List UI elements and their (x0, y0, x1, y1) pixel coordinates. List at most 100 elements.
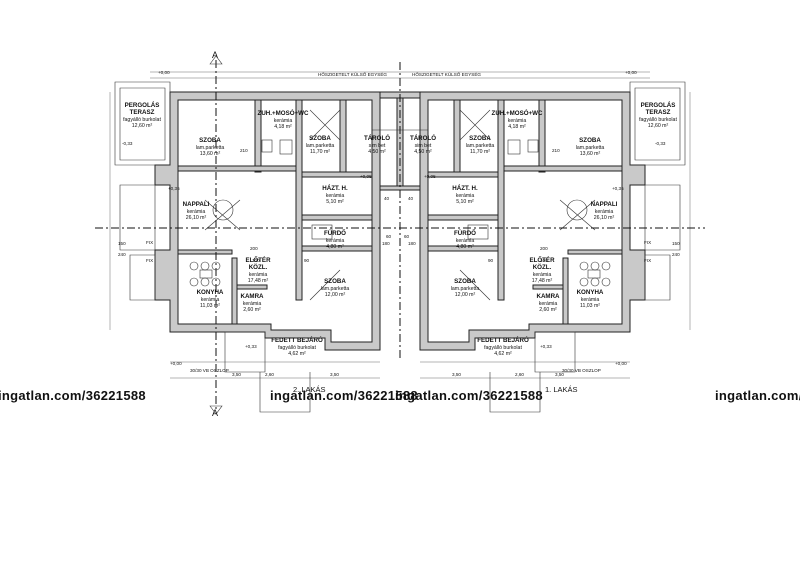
room-surface: kerámia (326, 238, 345, 244)
room-area: 4,50 m² (368, 149, 386, 155)
room-area: 4,50 m² (414, 149, 432, 155)
room-name: FEDETT BEJÁRÓ (477, 336, 529, 344)
room-surface: lam.parketta (196, 145, 225, 151)
room-surface: kerámia (326, 193, 345, 199)
dim-number: 180 (408, 241, 416, 246)
bottom-dimensions: 3,50 2,60 3,50 3,50 2,60 3,50 (232, 372, 564, 377)
room-name: ELŐTÉR (245, 256, 271, 264)
room-area: 17,48 m² (532, 278, 553, 284)
note-outdoor-unit: HŐSZIGETELT KÜLSŐ EGYSÉG (318, 71, 387, 77)
room-name: FEDETT BEJÁRÓ (271, 336, 323, 344)
room-area: 11,70 m² (310, 149, 330, 155)
level-marker: +0,00 (158, 70, 170, 75)
room-surface: kerámia (581, 297, 600, 303)
dim-number: 200 (540, 246, 548, 251)
dim-number: 60 (404, 234, 410, 239)
dim-number: 240 (672, 252, 680, 257)
dim-number: 60 (386, 234, 392, 239)
room-area: 12,00 m² (325, 292, 346, 298)
watermarks: ingatlan.com/36221588 ingatlan.com/36221… (0, 388, 800, 403)
fix-label: FIX (146, 240, 153, 245)
room-name: SZOBA (199, 137, 221, 144)
fix-label: FIX (146, 258, 153, 263)
dim-number: 100 (540, 258, 548, 263)
dim-number: 2,60 (265, 372, 274, 377)
room-surface: lam.parketta (321, 286, 350, 292)
room-area: 12,60 m² (132, 123, 153, 129)
room-surface: kerámia (539, 301, 558, 307)
room-name: SZOBA (309, 135, 331, 142)
room-surface: fagyálló burkolat (484, 345, 522, 351)
room-name: NAPPALI (183, 201, 210, 208)
unit-title: 1. LAKÁS (545, 385, 578, 394)
room-area: 4,62 m² (494, 351, 512, 357)
level-marker: +0,05 (360, 174, 372, 179)
unit-1-walls (419, 81, 686, 413)
room-area: 4,80 m² (456, 244, 474, 250)
room-name: SZOBA (454, 278, 476, 285)
dim-number: 240 (118, 252, 126, 257)
room-name: TÁROLÓ (364, 134, 390, 142)
room-area: 13,60 m² (580, 151, 601, 157)
room-area: 5,10 m² (326, 199, 344, 205)
room-name: TERASZ (646, 109, 671, 116)
room-name: KAMRA (536, 293, 560, 300)
room-name: FÜRDŐ (324, 230, 346, 237)
section-label-a-top: A (212, 50, 218, 60)
dim-number: 180 (382, 241, 390, 246)
level-marker: +0,05 (424, 174, 436, 179)
level-marker: +0,35 (612, 186, 624, 191)
room-area: 4,18 m² (274, 124, 292, 130)
room-name: PERGOLÁS (641, 102, 676, 109)
level-marker: +0,00 (170, 361, 182, 366)
dim-number: 150 (672, 241, 680, 246)
fix-label: FIX (644, 258, 651, 263)
dim-number: 3,50 (232, 372, 241, 377)
room-area: 17,48 m² (248, 278, 269, 284)
room-surface: lam.parketta (451, 286, 480, 292)
room-name: ZUH.+MOSÓ+WC (258, 109, 309, 117)
room-name: SZOBA (469, 135, 491, 142)
room-name: KÖZL. (533, 264, 552, 271)
level-marker: -0,33 (122, 141, 133, 146)
room-name: SZOBA (324, 278, 346, 285)
room-area: 2,60 m² (539, 307, 557, 313)
level-marker: +0,33 (540, 344, 552, 349)
room-surface: sim bet (415, 143, 432, 149)
dim-number: 200 (250, 246, 258, 251)
room-surface: kerámia (595, 209, 614, 215)
room-surface: fagyálló burkolat (639, 117, 677, 123)
note-column: 30/30 VB OSZLOP (190, 368, 229, 373)
room-area: 4,80 m² (326, 244, 344, 250)
room-area: 26,10 m² (594, 215, 615, 221)
dim-number: 210 (552, 148, 560, 153)
level-marker: +0,35 (168, 186, 180, 191)
room-name: FÜRDŐ (454, 230, 476, 237)
room-name: NAPPALI (591, 201, 618, 208)
level-marker: +0,33 (245, 344, 257, 349)
dim-number: 90 (488, 258, 494, 263)
room-area: 5,10 m² (456, 199, 474, 205)
dim-number: 40 (384, 196, 390, 201)
room-area: 11,70 m² (470, 149, 490, 155)
fix-labels: FIX FIX FIX FIX (146, 240, 651, 263)
dim-number: 3,50 (555, 372, 564, 377)
room-surface: kerámia (201, 297, 220, 303)
room-area: 4,62 m² (288, 351, 306, 357)
room-surface: kerámia (508, 118, 527, 124)
dim-number: 150 (118, 241, 126, 246)
room-name: KÖZL. (249, 264, 268, 271)
room-surface: lam.parketta (306, 143, 335, 149)
dim-number: 2,60 (515, 372, 524, 377)
room-name: TERASZ (130, 109, 155, 116)
level-markers: +0,00 +0,00 -0,33 -0,33 +0,35 +0,35 +0,0… (122, 70, 666, 366)
dim-number: 40 (408, 196, 414, 201)
room-surface: sim bet (369, 143, 386, 149)
room-surface: kerámia (243, 301, 262, 307)
room-surface: kerámia (187, 209, 206, 215)
room-area: 13,60 m² (200, 151, 221, 157)
room-surface: kerámia (274, 118, 293, 124)
dim-number: 3,50 (452, 372, 461, 377)
